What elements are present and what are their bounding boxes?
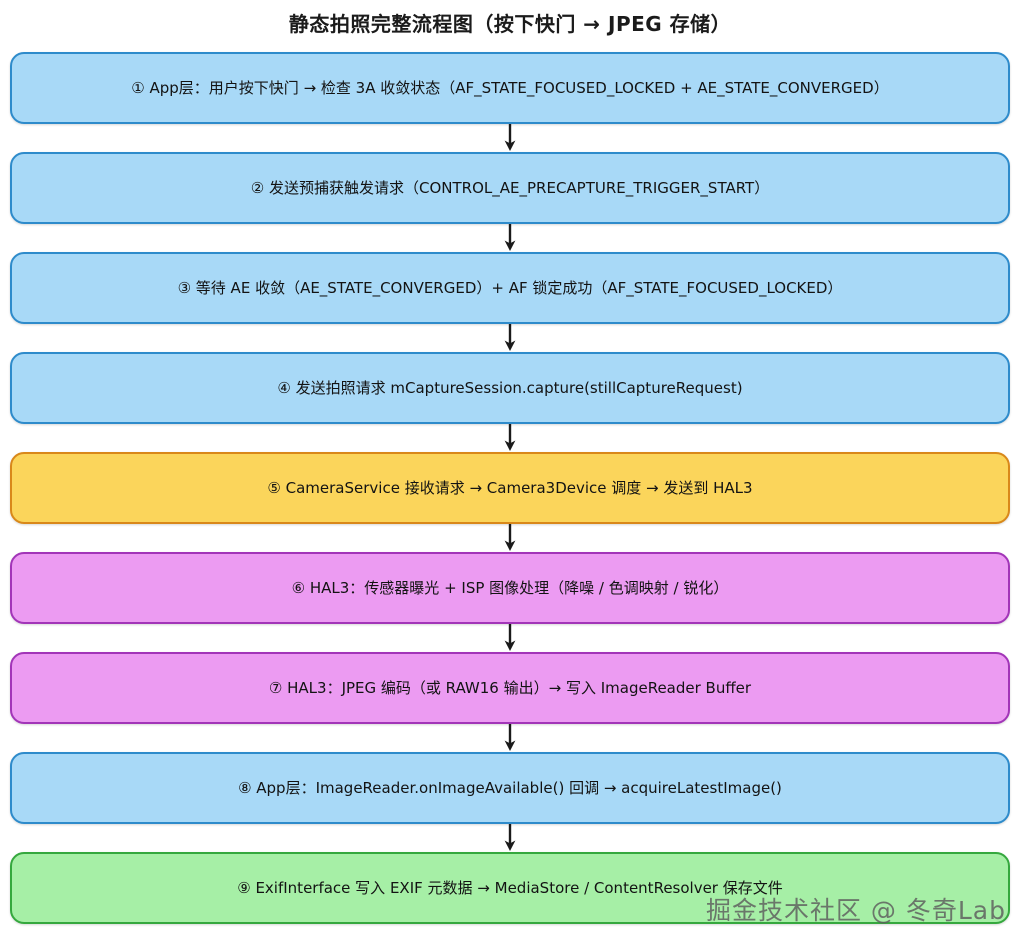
flow-node-9[interactable]: ⑨ ExifInterface 写入 EXIF 元数据 → MediaStore… — [10, 852, 1010, 924]
arrow-down-icon-7 — [502, 724, 518, 752]
flow-step-3: ③ 等待 AE 收敛（AE_STATE_CONVERGED）+ AF 锁定成功（… — [0, 252, 1020, 352]
flow-column: ① App层：用户按下快门 → 检查 3A 收敛状态（AF_STATE_FOCU… — [0, 52, 1020, 941]
arrow-down-icon-4 — [502, 424, 518, 452]
flow-step-6: ⑥ HAL3：传感器曝光 + ISP 图像处理（降噪 / 色调映射 / 锐化） — [0, 552, 1020, 652]
flow-node-label-2: ② 发送预捕获触发请求（CONTROL_AE_PRECAPTURE_TRIGGE… — [250, 178, 770, 197]
flow-step-9: ⑨ ExifInterface 写入 EXIF 元数据 → MediaStore… — [0, 852, 1020, 941]
page-title: 静态拍照完整流程图（按下快门 → JPEG 存储） — [288, 12, 732, 36]
flow-node-7[interactable]: ⑦ HAL3：JPEG 编码（或 RAW16 输出）→ 写入 ImageRead… — [10, 652, 1010, 724]
flow-node-1[interactable]: ① App层：用户按下快门 → 检查 3A 收敛状态（AF_STATE_FOCU… — [10, 52, 1010, 124]
flow-step-2: ② 发送预捕获触发请求（CONTROL_AE_PRECAPTURE_TRIGGE… — [0, 152, 1020, 252]
flow-node-label-7: ⑦ HAL3：JPEG 编码（或 RAW16 输出）→ 写入 ImageRead… — [268, 678, 752, 697]
arrow-down-icon-5 — [502, 524, 518, 552]
arrow-down-icon-1 — [502, 124, 518, 152]
flow-node-label-6: ⑥ HAL3：传感器曝光 + ISP 图像处理（降噪 / 色调映射 / 锐化） — [291, 578, 729, 597]
flow-node-label-5: ⑤ CameraService 接收请求 → Camera3Device 调度 … — [267, 478, 753, 497]
flow-node-6[interactable]: ⑥ HAL3：传感器曝光 + ISP 图像处理（降噪 / 色调映射 / 锐化） — [10, 552, 1010, 624]
arrow-down-icon-3 — [502, 324, 518, 352]
arrow-down-icon-8 — [502, 824, 518, 852]
arrow-down-icon-2 — [502, 224, 518, 252]
flow-node-4[interactable]: ④ 发送拍照请求 mCaptureSession.capture(stillCa… — [10, 352, 1010, 424]
flow-node-label-9: ⑨ ExifInterface 写入 EXIF 元数据 → MediaStore… — [237, 878, 783, 897]
flow-node-label-4: ④ 发送拍照请求 mCaptureSession.capture(stillCa… — [277, 378, 743, 397]
flow-step-5: ⑤ CameraService 接收请求 → Camera3Device 调度 … — [0, 452, 1020, 552]
arrow-down-icon-6 — [502, 624, 518, 652]
flow-step-1: ① App层：用户按下快门 → 检查 3A 收敛状态（AF_STATE_FOCU… — [0, 52, 1020, 152]
flow-step-7: ⑦ HAL3：JPEG 编码（或 RAW16 输出）→ 写入 ImageRead… — [0, 652, 1020, 752]
flow-node-2[interactable]: ② 发送预捕获触发请求（CONTROL_AE_PRECAPTURE_TRIGGE… — [10, 152, 1010, 224]
flow-node-label-1: ① App层：用户按下快门 → 检查 3A 收敛状态（AF_STATE_FOCU… — [131, 78, 889, 97]
flow-step-4: ④ 发送拍照请求 mCaptureSession.capture(stillCa… — [0, 352, 1020, 452]
flow-step-8: ⑧ App层：ImageReader.onImageAvailable() 回调… — [0, 752, 1020, 852]
flow-node-5[interactable]: ⑤ CameraService 接收请求 → Camera3Device 调度 … — [10, 452, 1010, 524]
flow-node-3[interactable]: ③ 等待 AE 收敛（AE_STATE_CONVERGED）+ AF 锁定成功（… — [10, 252, 1010, 324]
flow-node-label-3: ③ 等待 AE 收敛（AE_STATE_CONVERGED）+ AF 锁定成功（… — [177, 278, 843, 297]
flow-node-8[interactable]: ⑧ App层：ImageReader.onImageAvailable() 回调… — [10, 752, 1010, 824]
flow-node-label-8: ⑧ App层：ImageReader.onImageAvailable() 回调… — [238, 778, 782, 797]
